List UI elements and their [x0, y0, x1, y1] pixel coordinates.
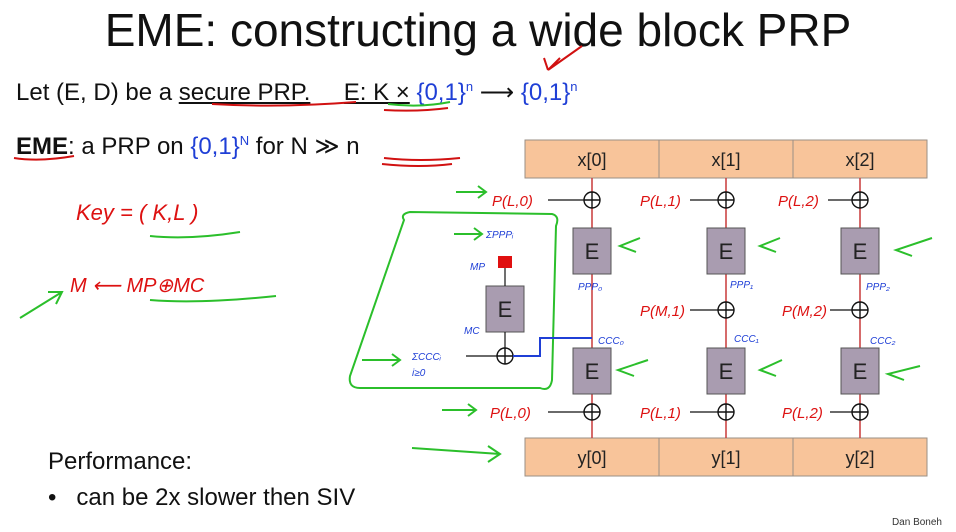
- ccc-label: CCC₂: [870, 336, 896, 347]
- performance-heading: Performance:: [48, 448, 193, 475]
- e-label: E: [585, 239, 600, 264]
- mask-label: P(L,1): [640, 405, 681, 422]
- output-block: [658, 437, 794, 477]
- secure-underline: [211, 101, 357, 107]
- mask-label: P(L,2): [778, 193, 819, 210]
- key-underline: [149, 231, 241, 239]
- cond-underline-2: [381, 163, 453, 167]
- e-label: E: [853, 239, 868, 264]
- performance-bullet-text: can be 2x slower then SIV: [76, 484, 356, 511]
- mc-label: MC: [464, 326, 480, 337]
- mixing-enclosure: [348, 210, 559, 390]
- e-block: [706, 347, 746, 395]
- input-label: x[2]: [845, 150, 874, 170]
- ppp-label: PPP₂: [866, 282, 890, 293]
- e-block: [840, 227, 880, 275]
- sum-ccc-label: ΣCCCᵢ: [411, 352, 442, 363]
- mp-marker: [498, 256, 512, 268]
- output-block: [524, 437, 660, 477]
- e-label: E: [585, 359, 600, 384]
- mask-label: P(L,0): [490, 405, 531, 422]
- e-block: [572, 227, 612, 275]
- output-label: y[1]: [711, 448, 740, 468]
- key-annotation: Key = ( K,L ): [76, 200, 198, 225]
- input-row: x[0] x[1] x[2]: [524, 139, 928, 179]
- e-block: [572, 347, 612, 395]
- eme-underline: [13, 155, 75, 161]
- range-set: {0,1}n: [520, 79, 578, 106]
- e-label: E: [498, 297, 513, 322]
- sum-ppp-label: ΣPPPᵢ: [485, 230, 514, 241]
- eme-description: : a PRP on: [68, 133, 191, 160]
- output-label: y[0]: [577, 448, 606, 468]
- m-annotation: M ⟵ MP⊕MC: [70, 275, 205, 297]
- e-label: E: [719, 239, 734, 264]
- bullet-dot: •: [48, 484, 77, 511]
- ppp-label: PPP₁: [730, 280, 753, 291]
- mask-label: P(M,2): [782, 303, 827, 320]
- mp-label: MP: [470, 262, 485, 273]
- e-block: [706, 227, 746, 275]
- secure-prp-text: secure PRP.: [178, 79, 311, 106]
- mask-label: P(L,1): [640, 193, 681, 210]
- eme-label: EME: [16, 133, 69, 160]
- input-label: x[0]: [577, 150, 606, 170]
- eme-definition-line: EME: a PRP on {0,1}N for N ≫ n: [16, 132, 360, 161]
- let-text: Let (E, D) be a: [16, 79, 179, 106]
- input-block: [524, 139, 660, 179]
- green-pointer-arrows: [362, 185, 933, 463]
- e-label: E: [853, 359, 868, 384]
- author-credit: Dan Boneh: [891, 517, 942, 528]
- e-label: E: [719, 359, 734, 384]
- input-block: [792, 139, 928, 179]
- output-block: [792, 437, 928, 477]
- eme-set: {0,1}N: [190, 133, 250, 160]
- performance-bullet: • can be 2x slower then SIV: [48, 484, 355, 512]
- maps-to-arrow: ⟶: [479, 79, 515, 106]
- ccc-label: CCC₀: [598, 336, 624, 347]
- annotation-arrow-red: [543, 45, 583, 71]
- mask-label: P(M,1): [640, 303, 685, 320]
- mask-label: P(L,0): [492, 193, 533, 210]
- ppp-label: PPP₀: [578, 282, 602, 293]
- ccc-label: CCC₁: [734, 334, 759, 345]
- e-underline-red: [383, 107, 449, 112]
- for-text: for: [249, 133, 291, 160]
- size-condition: N ≫ n: [290, 133, 360, 160]
- m-underline: [149, 295, 277, 303]
- m-pointer-arrow: [19, 291, 64, 319]
- mc-feed-wire: [513, 337, 592, 357]
- slide-title: EME: constructing a wide block PRP: [104, 4, 852, 56]
- e-block: [840, 347, 880, 395]
- cond-underline: [383, 157, 461, 161]
- definition-line: Let (E, D) be a secure PRP. E: K × {0,1}…: [16, 78, 577, 107]
- output-row: y[0] y[1] y[2]: [524, 437, 928, 477]
- input-label: x[1]: [711, 150, 740, 170]
- output-label: y[2]: [845, 448, 874, 468]
- e-underline-green: [387, 101, 451, 107]
- domain-set: {0,1}n: [416, 79, 474, 106]
- sum-ccc-sub: i≥0: [412, 368, 426, 379]
- mask-label: P(L,2): [782, 405, 823, 422]
